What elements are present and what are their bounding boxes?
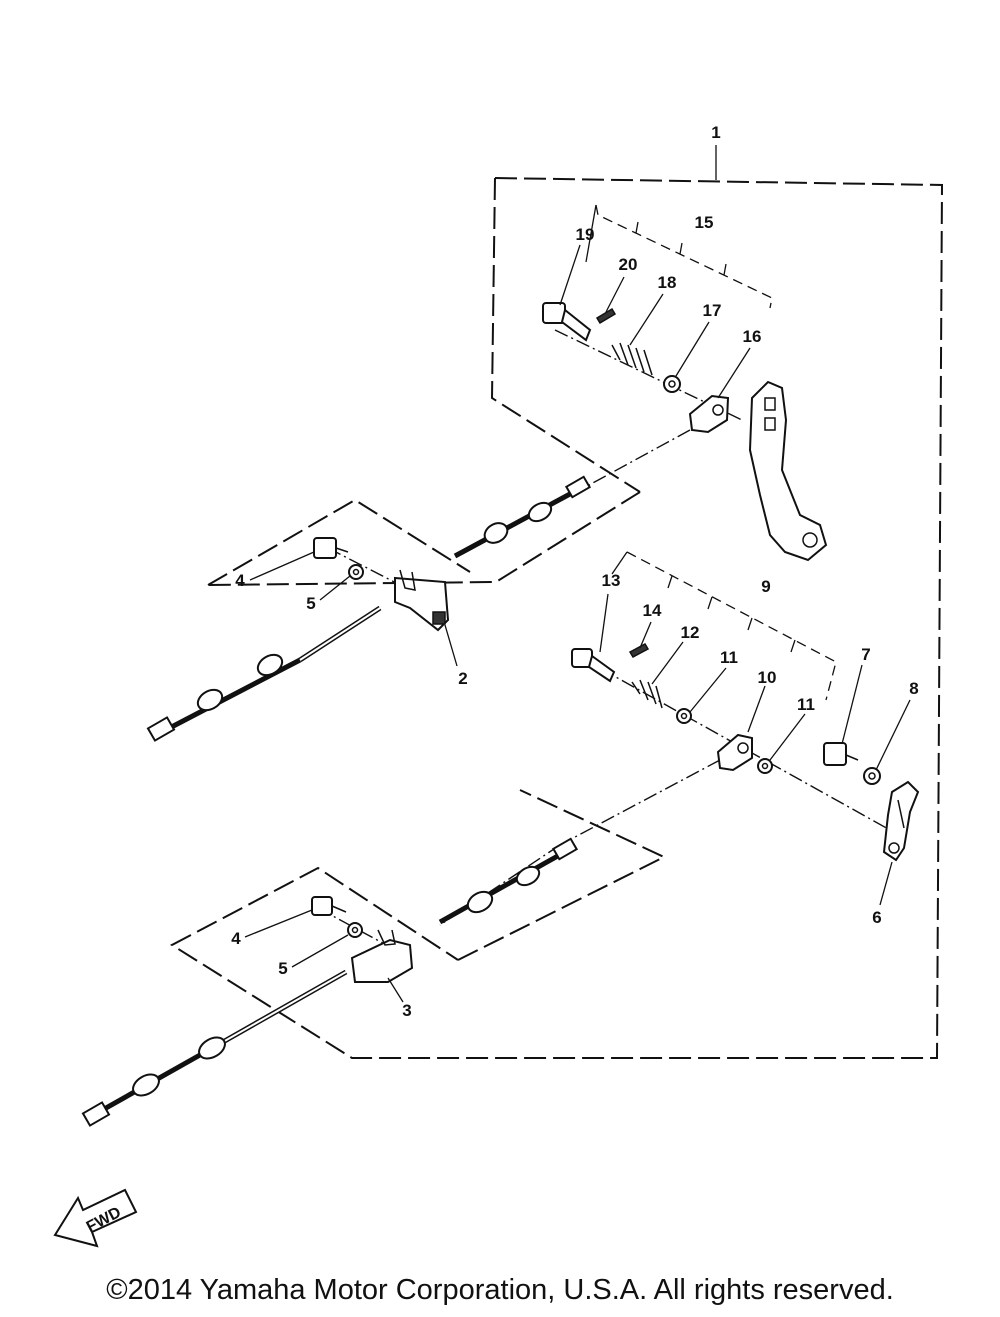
upper-bracket [394,569,450,632]
callout-12: 12 [681,623,700,642]
callout-3: 3 [402,1001,411,1020]
washer-8 [863,767,881,785]
callout-1: 1 [711,123,720,142]
callout-15: 15 [695,213,714,232]
callout-19: 19 [576,225,595,244]
callout-20: 20 [619,255,638,274]
upper-cable [146,475,592,742]
pin-20 [595,307,617,325]
washer-17 [663,375,681,393]
callout-8: 8 [909,679,918,698]
fwd-arrow-icon: FWD [53,1188,138,1248]
subgroup-15-boundary [585,204,773,309]
callout-18: 18 [658,273,677,292]
joint-16 [688,394,730,434]
bolt-13 [571,648,616,683]
callout-11-lower: 11 [797,695,815,714]
lever-6 [882,780,920,862]
callout-11-upper: 11 [720,648,738,667]
lower-washer [347,922,363,938]
lower-cable [81,837,579,1127]
callouts: 1 2 3 4 4 5 5 6 7 8 9 10 11 11 12 13 14 … [231,123,918,1020]
callout-17: 17 [703,301,722,320]
washer-11b [757,758,773,774]
callout-6: 6 [872,908,881,927]
bolt-7 [823,742,859,766]
copyright-notice: ©2014 Yamaha Motor Corporation, U.S.A. A… [106,1274,894,1306]
assembly-boundary [169,177,944,1059]
lower-bolt [311,896,347,916]
spring-18 [611,342,653,376]
callout-16: 16 [743,327,762,346]
spring-12 [631,679,663,709]
callout-9: 9 [761,577,770,596]
washer-11a [676,708,692,724]
alignment-centerlines [317,329,891,949]
callout-5-upper: 5 [306,594,315,613]
subgroup-9-boundary [611,551,837,701]
joint-10 [716,733,753,772]
callout-5-lower: 5 [278,959,287,978]
bolt-19 [542,302,592,342]
callout-4-upper: 4 [235,571,245,590]
upper-bolt [313,537,349,559]
throttle-lever [748,380,828,562]
pin-14 [628,643,650,658]
callout-2: 2 [458,669,467,688]
leader-lines [244,145,911,1003]
callout-13: 13 [602,571,621,590]
callout-7: 7 [861,645,870,664]
callout-4-lower: 4 [231,929,241,948]
upper-washer [348,564,364,580]
callout-14: 14 [643,601,662,620]
callout-10: 10 [758,668,777,687]
lower-bracket [350,929,414,983]
